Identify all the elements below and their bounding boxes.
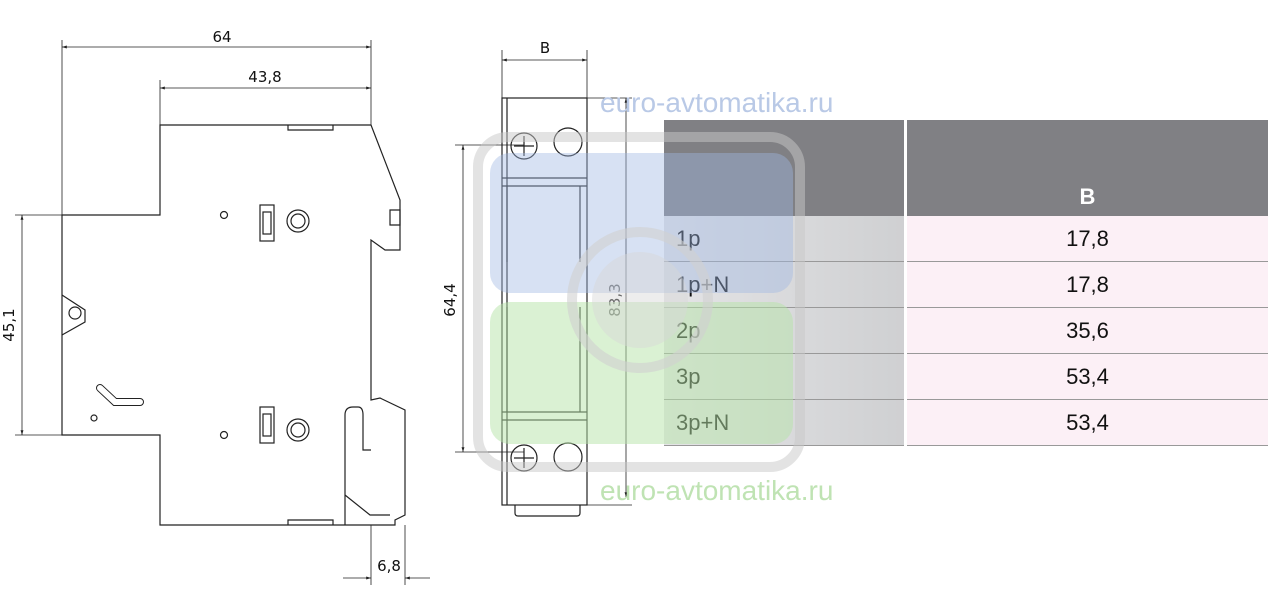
dim-height: 45,1 xyxy=(0,308,18,341)
dim-width: B xyxy=(540,39,550,57)
table-header-row: B xyxy=(664,120,1268,216)
poles-cell: 1p xyxy=(664,216,907,262)
poles-cell: 3p xyxy=(664,353,907,400)
poles-cell: 1p+N xyxy=(664,261,907,308)
dim-total-depth: 64 xyxy=(212,28,231,46)
b-cell: 53,4 xyxy=(905,399,1268,446)
front-view: B 64,4 83,3 xyxy=(441,39,632,517)
header-poles xyxy=(664,120,907,216)
b-cell: 35,6 xyxy=(905,307,1268,354)
b-cell: 17,8 xyxy=(905,261,1268,308)
poles-cell: 3p+N xyxy=(664,399,907,446)
b-cell: 17,8 xyxy=(905,216,1268,262)
dim-total-height: 83,3 xyxy=(606,283,624,316)
dim-clip: 6,8 xyxy=(377,557,401,575)
dim-terminal-spacing: 64,4 xyxy=(441,283,459,316)
header-b: B xyxy=(905,120,1268,216)
b-cell: 53,4 xyxy=(905,353,1268,400)
side-view: 64 43,8 45,1 6,8 xyxy=(0,28,430,585)
poles-cell: 2p xyxy=(664,307,907,354)
dim-front-depth: 43,8 xyxy=(248,68,281,86)
